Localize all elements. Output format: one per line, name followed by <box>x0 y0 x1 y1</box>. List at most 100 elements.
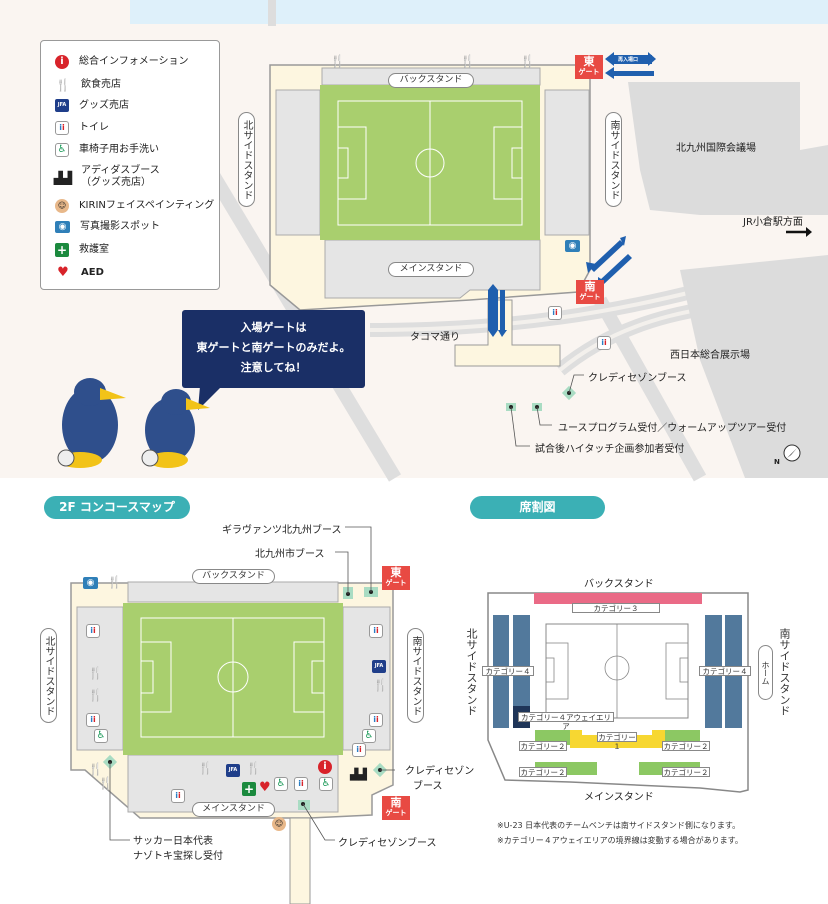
legend-label-line2: （グッズ売店） <box>81 177 151 188</box>
info-icon: i <box>55 55 69 69</box>
category-4-label-right: カテゴリー４ <box>699 666 751 676</box>
food-icon: 🍴 <box>460 54 475 68</box>
wheelchair-toilet-icon: ♿ <box>94 729 108 743</box>
legend-label: グッズ売店 <box>79 99 129 111</box>
plaza <box>454 299 561 367</box>
convention-center-building <box>628 82 828 215</box>
compass-north-label: N <box>774 458 780 466</box>
legend-label: 総合インフォメーション <box>79 56 189 67</box>
north-stand-label: 北サイドスタンド <box>238 112 255 207</box>
legend-item-food: 🍴飲食売店 <box>55 77 121 93</box>
south-stand-label: 南サイドスタンド <box>605 112 622 207</box>
toilet-icon: ii <box>548 306 562 320</box>
category-2-label: カテゴリー２ <box>662 741 710 751</box>
seating-map-title: 席割図 <box>470 496 605 519</box>
food-icon: 🍴 <box>88 666 103 680</box>
legend-item-info: i 総合インフォメーション <box>55 55 189 69</box>
food-icon: 🍴 <box>88 762 103 776</box>
water <box>130 0 828 24</box>
convention-center-label: 北九州国際会議場 <box>676 143 756 154</box>
category-2-label: カテゴリー２ <box>519 741 567 751</box>
category-3-label: カテゴリー３ <box>572 603 660 613</box>
face-painting-icon: ☺ <box>55 199 69 213</box>
reentry-label: 再入場口 <box>618 57 639 63</box>
jr-direction-label: JR小倉駅方面 <box>743 217 803 228</box>
east-gate: 東ゲート <box>575 55 603 79</box>
main-stand-label: メインスタンド <box>584 792 654 803</box>
gate-label: 東 <box>390 566 402 579</box>
category-3-seats <box>534 593 702 604</box>
legend-item-wheelchair: ♿ 車椅子用お手洗い <box>55 143 159 157</box>
label-line: クレディセゾン <box>405 766 475 777</box>
south-gate: 南ゲート <box>382 796 410 820</box>
toilet-icon: ii <box>597 336 611 350</box>
food-icon: 🍴 <box>373 678 388 692</box>
food-icon: 🍴 <box>88 688 103 702</box>
legend-label: 車椅子用お手洗い <box>79 144 159 155</box>
credit-saison-booth-label: クレディセゾンブース <box>588 373 687 384</box>
toilet-icon: ii <box>369 624 383 638</box>
speech-bubble: 入場ゲートは 東ゲートと南ゲートのみだよ。 注意してね！ <box>182 310 365 388</box>
gate-label: 南 <box>584 280 596 293</box>
legend-item-face-painting: ☺KIRINフェイスペインティング <box>55 199 214 213</box>
toilet-icon: ii <box>369 713 383 727</box>
note-bench: ※U-23 日本代表のチームベンチは南サイドスタンド側になります。 <box>497 821 741 830</box>
legend-item-first-aid: +救護室 <box>55 243 109 257</box>
camera-icon: ◉ <box>565 240 580 252</box>
legend-item-camera: ◉写真撮影スポット <box>55 221 160 233</box>
toilet-icon: ii <box>86 624 100 638</box>
category-2-label: カテゴリー２ <box>662 767 710 777</box>
legend-item-goods: JFA グッズ売店 <box>55 99 129 112</box>
food-icon: 🍴 <box>98 776 113 790</box>
toilet-icon: ii <box>294 777 308 791</box>
bubble-line: 入場ゲートは <box>240 321 307 334</box>
adidas-icon: ▟▟ <box>53 171 73 185</box>
note-away-area: ※カテゴリー４アウェイエリアの境界線は変動する場合があります。 <box>497 836 743 845</box>
face-painting-icon: ☺ <box>272 817 286 831</box>
gate-sub-label: ゲート <box>579 293 601 301</box>
street-label: タコマ通り <box>410 332 460 343</box>
high-touch-label: 試合後ハイタッチ企画参加者受付 <box>535 444 685 455</box>
credit-saison-bottom-label: クレディセゾンブース <box>338 838 437 849</box>
legend-label: トイレ <box>79 122 109 133</box>
aed-icon: ♥ <box>259 780 271 795</box>
arrow-right-icon <box>806 227 812 237</box>
credit-saison-right-label: クレディセゾンブース <box>405 764 474 794</box>
category-1-label: カテゴリー１ <box>597 732 637 751</box>
gate-label: 南 <box>390 796 402 809</box>
wheelchair-toilet-icon: ♿ <box>362 729 376 743</box>
wheelchair-toilet-icon: ♿ <box>274 777 288 791</box>
mascot-illustration <box>57 378 210 468</box>
legend-item-adidas: ▟▟ アディダスブース（グッズ売店） <box>53 165 160 189</box>
bubble-line: 注意してね！ <box>240 361 307 374</box>
food-icon: 🍴 <box>198 761 213 775</box>
wheelchair-toilet-icon: ♿ <box>319 777 333 791</box>
legend-label-line1: アディダスブース <box>81 165 160 176</box>
toilet-icon: ii <box>352 743 366 757</box>
legend-item-aed: ♥AED <box>55 265 104 281</box>
jfa-goods-icon: JFA <box>372 660 386 673</box>
back-stand-label: バックスタンド <box>192 569 275 584</box>
gate-label: 東 <box>583 55 595 68</box>
aed-icon: ♥ <box>57 265 69 280</box>
adidas-icon: ▟▟ <box>350 768 367 781</box>
gate-sub-label: ゲート <box>385 579 407 587</box>
home-label: ホーム <box>758 645 773 700</box>
jfa-goods-icon: JFA <box>55 99 69 112</box>
label-line: ナゾトキ宝探し受付 <box>133 851 223 862</box>
label-line: ブース <box>413 781 443 792</box>
south-gate: 南ゲート <box>576 280 604 304</box>
exhibition-hall-building <box>680 255 828 478</box>
legend-label: 飲食売店 <box>81 79 121 90</box>
gate-sub-label: ゲート <box>578 68 600 76</box>
main-stand-label: メインスタンド <box>192 802 275 817</box>
info-icon: i <box>318 760 332 774</box>
exhibition-hall-label: 西日本総合展示場 <box>670 350 750 361</box>
food-icon: 🍴 <box>107 575 122 589</box>
wheelchair-toilet-icon: ♿ <box>55 143 69 157</box>
bubble-line: 東ゲートと南ゲートのみだよ。 <box>196 341 351 354</box>
label-line: サッカー日本代表 <box>133 836 213 847</box>
